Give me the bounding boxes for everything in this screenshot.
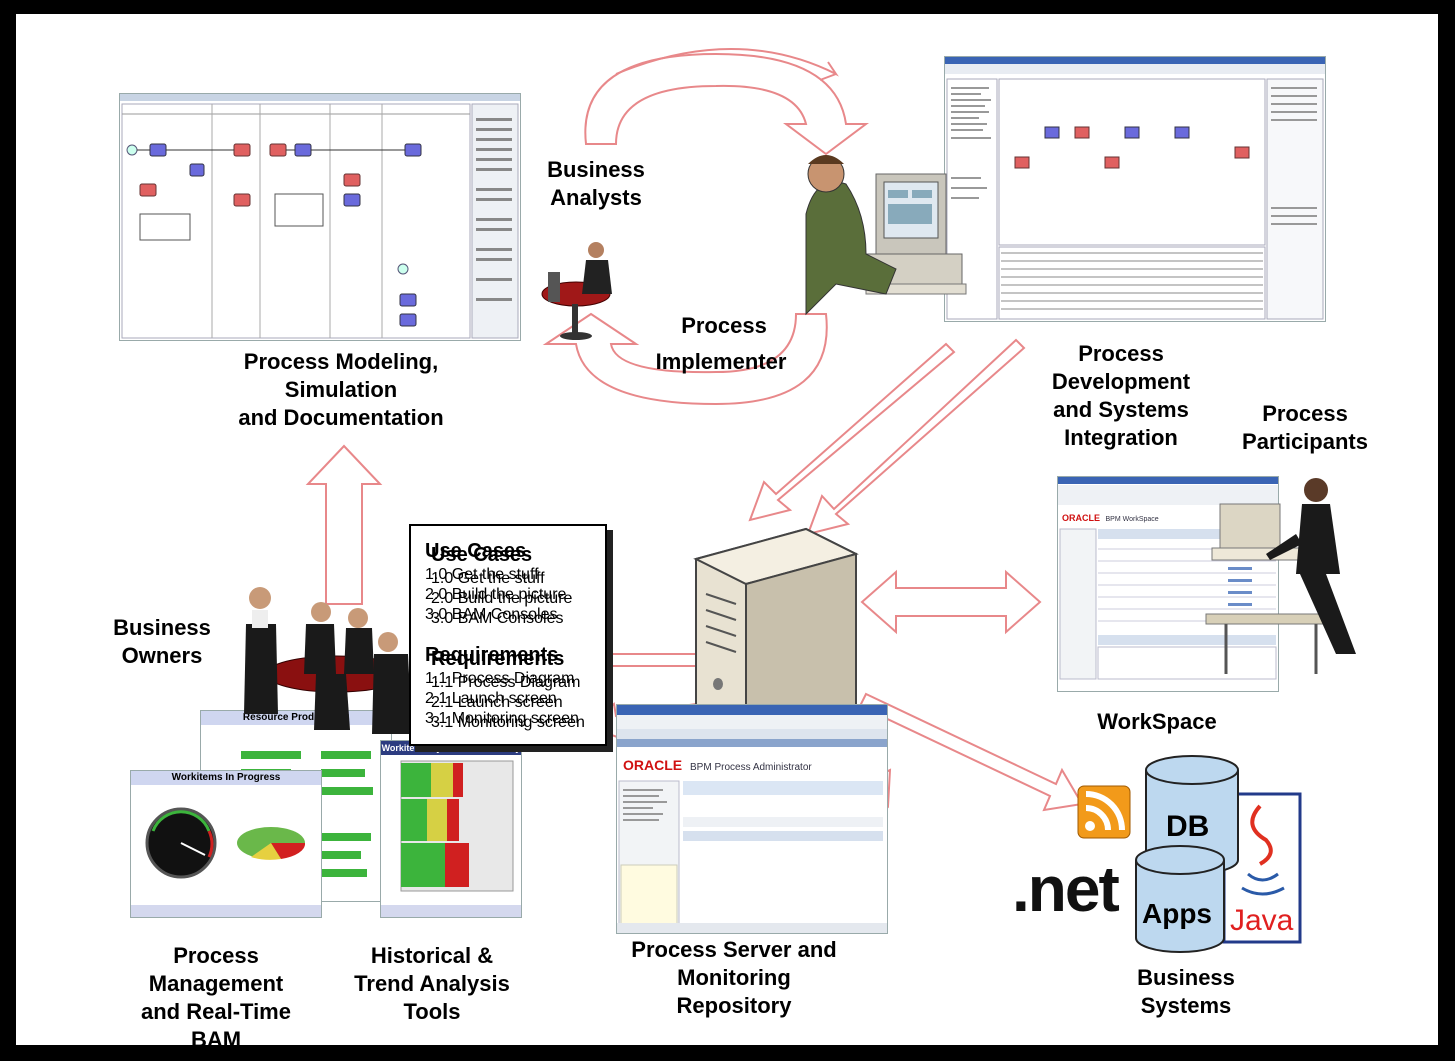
use-case-item-2: 2.0 Build the picture <box>425 586 567 603</box>
label-business-analysts: Business Analysts <box>547 157 645 210</box>
label-business-owners: Business Owners <box>113 615 211 668</box>
apps-cylinder <box>1135 845 1225 953</box>
java-logo: Java <box>1230 904 1294 937</box>
stacked-bars <box>381 760 521 917</box>
label-business-systems: Business Systems <box>1137 965 1235 1018</box>
oracle-logo: ORACLE <box>623 757 683 773</box>
ide-view <box>945 64 1325 320</box>
use-cases-heading: Use Cases <box>425 540 527 562</box>
business-systems-icons <box>1077 755 1302 953</box>
oracle-logo: ORACLE <box>1062 513 1100 523</box>
apps-label: Apps <box>1142 898 1212 929</box>
window-titlebar <box>945 57 1325 64</box>
arrow-server-workspace <box>860 569 1042 635</box>
label-workspace: WorkSpace <box>1097 709 1217 734</box>
arrow-server-to-systems <box>858 692 1084 812</box>
window-titlebar <box>617 705 887 715</box>
arrow-owners-to-modeling <box>305 444 383 605</box>
requirement-item-2-shadow: 2.1 Launch screen <box>431 694 563 711</box>
window-titlebar <box>120 94 520 101</box>
workspace-app-title: BPM WorkSpace <box>1105 516 1159 523</box>
arrow-modeling-to-server <box>806 338 1026 536</box>
dotnet-logo: .net <box>1012 853 1120 925</box>
requirement-item-1: 1.1 Process Diagram <box>425 670 575 687</box>
arrow-implementer-to-server <box>748 342 956 522</box>
requirements-heading: Requirements <box>425 644 559 666</box>
requirement-item-2: 2.1 Launch screen <box>425 690 557 707</box>
use-case-item-1: 1.0 Get the stuff <box>425 566 539 583</box>
workspace-screenshot: ORACLE BPM WorkSpace <box>1057 476 1279 692</box>
gauge-and-pie <box>131 807 321 917</box>
admin-header: ORACLE BPM Process Administrator <box>623 757 812 773</box>
label-bam: Process Management and Real-Time BAM <box>141 943 291 1045</box>
use-cases-heading-shadow: Use Cases <box>431 544 533 566</box>
window-titlebar <box>1058 477 1278 484</box>
label-process-modeling: Process Modeling, Simulation and Documen… <box>238 349 444 430</box>
db-label: DB <box>1166 810 1210 843</box>
cycle-arrow-bottom-band <box>542 312 828 406</box>
use-cases-document: Use Cases Use Cases 1.0 Get the stuff 1.… <box>409 524 607 746</box>
workitems-in-progress-screenshot: Workitems In Progress <box>130 770 322 918</box>
label-process-development: Process Development and Systems Integrat… <box>1051 341 1191 450</box>
requirement-item-3: 3.1 Monitoring screen <box>425 710 579 727</box>
rss-icon <box>1077 785 1131 839</box>
process-diagram <box>121 103 519 339</box>
use-case-item-1-shadow: 1.0 Get the stuff <box>431 570 545 587</box>
use-case-item-3: 3.0 BAM Consoles <box>425 606 558 623</box>
label-implementer-1: Process <box>681 313 767 338</box>
participant-figure <box>1205 478 1356 674</box>
requirement-item-1-shadow: 1.1 Process Diagram <box>431 674 581 691</box>
use-case-item-3-shadow: 3.0 BAM Consoles <box>431 610 564 627</box>
dashboard-title: Workitems In Progress <box>131 771 321 785</box>
label-process-participants: Process Participants <box>1242 401 1368 454</box>
use-case-item-2-shadow: 2.0 Build the picture <box>431 590 573 607</box>
owners-figure <box>244 587 412 734</box>
workspace-grid <box>1058 485 1278 680</box>
label-implementer-2: Implementer <box>655 349 787 374</box>
process-modeling-screenshot <box>119 93 521 341</box>
workspace-header: ORACLE BPM WorkSpace <box>1062 513 1159 523</box>
requirement-item-3-shadow: 3.1 Monitoring screen <box>431 714 585 731</box>
process-admin-screenshot: ORACLE BPM Process Administrator <box>616 704 888 934</box>
cycle-arrow-top-band <box>584 52 869 156</box>
analyst-figure <box>541 242 612 340</box>
implementer-figure <box>805 155 967 316</box>
diagram-canvas: ORACLE BPM WorkSpace <box>16 14 1438 1045</box>
workitems-by-team-screenshot: Workitems By Team And Priority <box>380 740 522 918</box>
development-screenshot <box>944 56 1326 322</box>
label-historical-tools: Historical & Trend Analysis Tools <box>354 943 510 1024</box>
admin-body <box>617 715 887 933</box>
requirements-heading-shadow: Requirements <box>431 648 565 670</box>
label-process-server: Process Server and Monitoring Repository <box>631 937 837 1018</box>
admin-app-title: BPM Process Administrator <box>690 762 812 773</box>
